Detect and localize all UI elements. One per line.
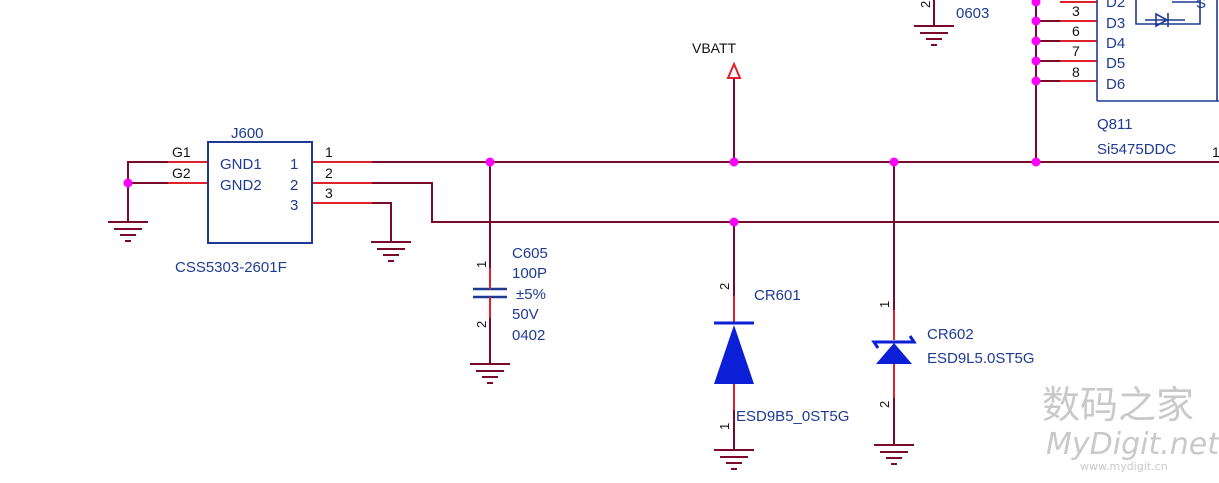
ground-icon bbox=[874, 444, 914, 465]
diode2-pin-1: 1 bbox=[877, 301, 892, 308]
ground-icon bbox=[714, 449, 754, 470]
diode1-symbol bbox=[714, 296, 754, 410]
gnd-label-g2: G2 bbox=[172, 165, 191, 181]
watermark-url: www.mydigit.cn bbox=[1080, 460, 1168, 473]
cap-pin-2: 2 bbox=[474, 321, 489, 328]
ground-icon bbox=[914, 25, 954, 46]
vbatt-power-arrow-icon bbox=[726, 61, 742, 79]
cap-voltage: 50V bbox=[512, 306, 539, 323]
junction-dot bbox=[1031, 157, 1041, 167]
mosfet-ref: Q811 bbox=[1097, 116, 1133, 133]
connector-pin-num-1: 1 bbox=[290, 156, 298, 173]
ground-icon bbox=[108, 221, 148, 242]
outer-pin-num-1: 1 bbox=[325, 144, 333, 160]
junction-dot bbox=[729, 157, 739, 167]
mosfet-pin-num-6: 6 bbox=[1072, 23, 1080, 39]
connector-body bbox=[207, 141, 313, 244]
cap-tolerance: ±5% bbox=[516, 286, 546, 303]
diode2-symbol bbox=[871, 310, 917, 398]
junction-dots bbox=[123, 0, 1041, 227]
diode2-pin-2: 2 bbox=[877, 401, 892, 408]
pin-stubs bbox=[168, 1, 1097, 204]
cap-ref: C605 bbox=[512, 245, 548, 262]
cap-pin-1: 1 bbox=[474, 261, 489, 268]
mosfet-pin-d4: D4 bbox=[1106, 35, 1125, 52]
mosfet-pin-num-7: 7 bbox=[1072, 43, 1080, 59]
junction-dot bbox=[729, 217, 739, 227]
mosfet-part: Si5475DDC bbox=[1097, 141, 1176, 158]
mosfet-pin-d6: D6 bbox=[1106, 76, 1125, 93]
connector-part: CSS5303-2601F bbox=[175, 259, 287, 276]
outer-pin-num-3: 3 bbox=[325, 185, 333, 201]
mosfet-side-pin: 1 bbox=[1212, 144, 1219, 160]
diode1-pin-1: 1 bbox=[717, 423, 732, 430]
junction-dot bbox=[1031, 76, 1041, 86]
junction-dot bbox=[485, 157, 495, 167]
junction-dot bbox=[1031, 56, 1041, 66]
capacitor-symbol bbox=[473, 287, 507, 299]
junction-dot bbox=[1031, 16, 1041, 26]
diode1-pin-2: 2 bbox=[717, 283, 732, 290]
mosfet-pin-num-3: 3 bbox=[1072, 3, 1080, 19]
junction-dot bbox=[123, 178, 133, 188]
connector-pin-gnd2: GND2 bbox=[220, 177, 262, 194]
diode2-triangle-icon bbox=[876, 343, 912, 364]
diode1-ref: CR601 bbox=[754, 287, 801, 304]
connector-ref: J600 bbox=[231, 125, 264, 142]
top-pin-label: 2 bbox=[918, 1, 933, 8]
connector-pin-num-2: 2 bbox=[290, 177, 298, 194]
diode2-part: ESD9L5.0ST5G bbox=[927, 350, 1035, 367]
junction-dot bbox=[1031, 0, 1041, 7]
junction-dot bbox=[1031, 36, 1041, 46]
watermark-chinese: 数码之家 bbox=[1042, 383, 1194, 427]
wire-pin2-net bbox=[372, 182, 1219, 223]
mosfet-pin-d3: D3 bbox=[1106, 15, 1125, 32]
mosfet-pin-num-8: 8 bbox=[1072, 64, 1080, 80]
outer-pin-num-2: 2 bbox=[325, 165, 333, 181]
wire-pin3-gnd bbox=[372, 202, 392, 242]
wire-g1 bbox=[127, 161, 168, 222]
cap-value: 100P bbox=[512, 265, 547, 282]
diode1-triangle-icon bbox=[714, 325, 754, 384]
gnd-label-g1: G1 bbox=[172, 144, 191, 160]
junction-dot bbox=[889, 157, 899, 167]
mosfet-pin-d2: D2 bbox=[1106, 0, 1125, 11]
watermark-latin: MyDigit.net bbox=[1046, 427, 1219, 462]
cap-package: 0402 bbox=[512, 327, 545, 344]
diode2-ref: CR602 bbox=[927, 326, 974, 343]
ground-icon bbox=[371, 241, 411, 262]
diode1-part: ESD9B5_0ST5G bbox=[736, 408, 849, 425]
mosfet-body bbox=[1096, 0, 1219, 102]
connector-pin-num-3: 3 bbox=[290, 197, 298, 214]
vbatt-label: VBATT bbox=[692, 40, 737, 56]
mosfet-pin-d5: D5 bbox=[1106, 55, 1125, 72]
top-package-label: 0603 bbox=[956, 5, 989, 22]
mosfet-pin-s: S bbox=[1196, 0, 1206, 12]
connector-pin-gnd1: GND1 bbox=[220, 156, 262, 173]
ground-icon bbox=[470, 363, 510, 384]
ground-symbols bbox=[108, 25, 954, 470]
